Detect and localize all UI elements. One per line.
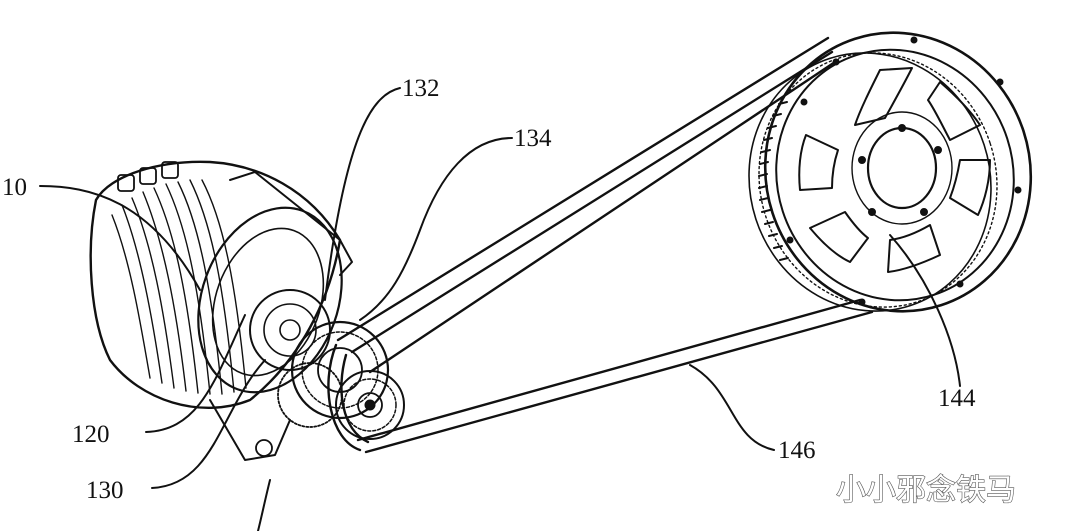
leader-lines: [39, 87, 961, 531]
label-130: 130: [86, 477, 124, 504]
flywheel-pulley: [748, 31, 1033, 313]
gear-train: [249, 289, 405, 440]
label-132: 132: [402, 75, 440, 102]
watermark-text: 小小邪念铁马: [836, 473, 1016, 508]
label-146: 146: [778, 437, 816, 464]
label-134: 134: [514, 125, 552, 152]
label-10: 10: [2, 174, 27, 201]
label-144: 144: [938, 385, 976, 412]
drive-belt: [327, 36, 874, 454]
label-120: 120: [72, 421, 110, 448]
